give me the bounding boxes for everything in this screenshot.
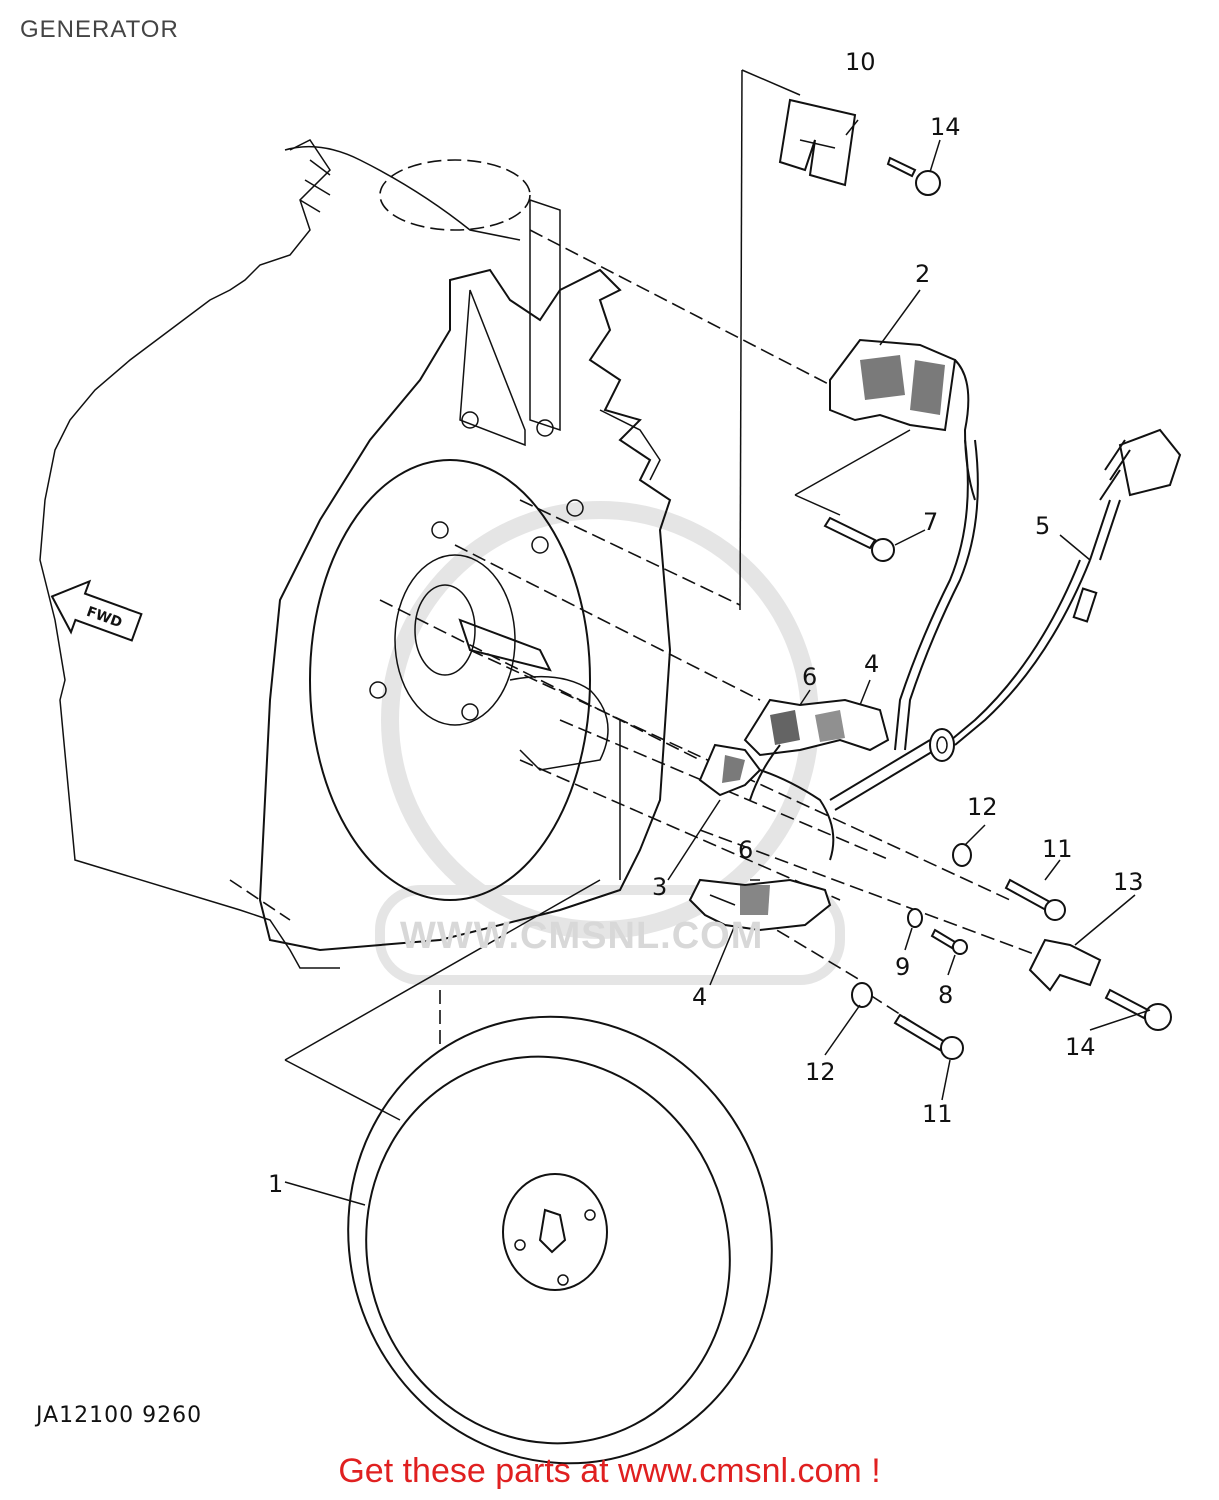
part-8-screw (930, 928, 968, 955)
callout-7: 7 (923, 508, 938, 536)
callout-12-upper: 12 (967, 793, 998, 821)
part-3-pickup (698, 739, 936, 861)
callout-11-upper: 11 (1042, 835, 1073, 863)
part-5-connector (1089, 428, 1182, 561)
callout-4-lower: 4 (692, 983, 707, 1011)
callout-6-upper: 6 (802, 663, 817, 691)
callout-12-lower: 12 (805, 1058, 836, 1086)
part-11-screw-lower (893, 1013, 964, 1060)
part-13-clamp (1028, 938, 1102, 992)
callout-14-upper: 14 (930, 113, 961, 141)
callout-1: 1 (268, 1170, 283, 1198)
callout-6-lower: 6 (738, 836, 753, 864)
part-14-screw-lower (1104, 988, 1172, 1031)
watermark-text: WWW.CMSNL.COM (400, 915, 764, 957)
callout-2: 2 (915, 260, 930, 288)
crankcase-outline (39, 139, 531, 969)
part-12-washer-upper (952, 843, 972, 867)
callout-13: 13 (1113, 868, 1144, 896)
part-12-washer-lower (851, 982, 873, 1008)
part-1-flywheel (347, 1015, 773, 1465)
callout-numbers: 1 2 3 4 4 5 6 6 7 8 9 10 11 11 12 12 13 … (268, 48, 1144, 1198)
callout-11-lower: 11 (922, 1100, 953, 1128)
callout-3: 3 (652, 873, 667, 901)
part-4-6-lower-coils (688, 878, 832, 932)
diagram-title: GENERATOR (20, 16, 179, 43)
callout-8: 8 (938, 981, 953, 1009)
part-9-washer (907, 908, 923, 928)
callout-14-lower: 14 (1065, 1033, 1096, 1061)
part-11-screw-upper (1004, 878, 1066, 921)
part-7-bolt (823, 516, 895, 562)
callout-10: 10 (845, 48, 876, 76)
part-6-4-upper-coils (743, 698, 890, 801)
part-2-coil-assembly (829, 338, 976, 501)
wire-harness (894, 439, 1098, 751)
drawing-code: JA12100 9260 (36, 1403, 203, 1428)
callout-leaders (284, 119, 1151, 1206)
callout-5: 5 (1035, 512, 1050, 540)
parts-link-banner[interactable]: Get these parts at www.cmsnl.com ! (338, 1452, 881, 1490)
part-10-bracket (778, 98, 857, 187)
wire-grommet (929, 728, 955, 762)
assembly-guide-lines (229, 69, 1051, 1121)
callout-4-upper: 4 (864, 650, 879, 678)
engine-cover (258, 198, 672, 952)
part-14-screw-upper (886, 156, 941, 196)
callout-9: 9 (895, 953, 910, 981)
